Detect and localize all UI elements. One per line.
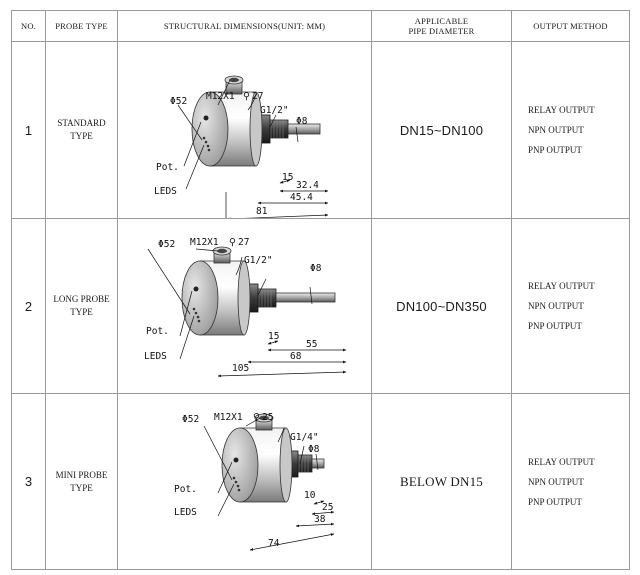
output-method-cell: RELAY OUTPUT NPN OUTPUT PNP OUTPUT [511, 218, 630, 394]
probe-type-cell: MINI PROBE TYPE [45, 393, 118, 570]
leds-icon [192, 307, 201, 323]
label-pot: Pot. [156, 162, 179, 173]
label-wrench-size: 27 [238, 237, 249, 248]
header-pipe-line2: PIPE DIAMETER [408, 26, 475, 36]
probe-spec-table: NO. PROBE TYPE STRUCTURAL DIMENSIONS(UNI… [11, 10, 630, 570]
label-connector: M12X1 [214, 412, 243, 423]
label-thread: G1/2" [260, 105, 289, 116]
header-dimensions: STRUCTURAL DIMENSIONS(UNIT: MM) [117, 10, 372, 42]
output-method-cell: RELAY OUTPUT NPN OUTPUT PNP OUTPUT [511, 393, 630, 570]
dim-d: 81 [256, 206, 268, 217]
label-body-dia: Φ52 [170, 96, 187, 107]
dimension-drawing-cell: Φ52 M12X1 ⚲ 25 G1/4" Φ8 Pot. LEDS 10 25 … [117, 393, 372, 570]
header-row: NO. PROBE TYPE STRUCTURAL DIMENSIONS(UNI… [11, 10, 630, 42]
output-item: NPN OUTPUT [528, 125, 584, 135]
label-connector: M12X1 [206, 91, 235, 102]
pipe-diameter-cell: DN15~DN100 [371, 41, 512, 219]
label-thread: G1/2" [244, 255, 273, 266]
wrench-icon: ⚲ [253, 412, 260, 423]
pot-icon [193, 286, 199, 292]
probe-type-line2: TYPE [70, 482, 93, 493]
label-body-dia: Φ52 [158, 239, 175, 250]
label-pot: Pot. [146, 326, 169, 337]
output-item: PNP OUTPUT [528, 496, 582, 507]
dimension-drawing-cell: Φ52 M12X1 ⚲ 27 G1/2" Φ8 Pot. LEDS 15 32.… [117, 41, 372, 219]
dim-a: 15 [268, 331, 279, 342]
label-probe-dia: Φ8 [310, 263, 322, 274]
label-wrench-size: 25 [262, 412, 273, 423]
probe-shaft [272, 292, 336, 303]
row-number: 1 [11, 41, 46, 219]
output-item: PNP OUTPUT [528, 145, 582, 155]
dim-b: 32.4 [296, 180, 319, 191]
header-no: NO. [11, 10, 46, 42]
sensor-face [181, 260, 219, 336]
output-item: RELAY OUTPUT [528, 105, 595, 115]
header-pipe-line1: APPLICABLE [414, 16, 469, 26]
label-wrench-size: 27 [252, 91, 263, 102]
table-row: 2 LONG PROBE TYPE [11, 218, 630, 394]
output-item: NPN OUTPUT [528, 476, 584, 487]
leds-icon [232, 476, 241, 492]
probe-type-cell: STANDARD TYPE [45, 41, 118, 219]
label-probe-dia: Φ8 [296, 116, 308, 127]
probe-type-line1: STANDARD [57, 118, 106, 128]
header-probe-type: PROBE TYPE [45, 10, 118, 42]
sensor-drawing-long: Φ52 M12X1 ⚲ 27 G1/2" Φ8 Pot. LEDS 15 55 … [144, 237, 347, 378]
dimension-drawing-cell: Φ52 M12X1 ⚲ 27 G1/2" Φ8 Pot. LEDS 15 55 … [117, 218, 372, 394]
label-pot: Pot. [174, 484, 197, 495]
probe-type-line1: MINI PROBE [55, 469, 108, 480]
pot-icon [233, 457, 239, 463]
dim-a: 10 [304, 490, 316, 501]
label-probe-dia: Φ8 [308, 444, 320, 455]
dim-d: 105 [232, 363, 249, 374]
label-thread: G1/4" [290, 432, 319, 443]
dim-b: 55 [306, 339, 317, 350]
sensor-drawing-mini: Φ52 M12X1 ⚲ 25 G1/4" Φ8 Pot. LEDS 10 25 … [174, 412, 335, 551]
probe-type-line2: TYPE [70, 131, 93, 141]
label-body-dia: Φ52 [182, 414, 199, 425]
label-leds: LEDS [174, 507, 197, 518]
leds-icon [202, 136, 211, 152]
label-leds: LEDS [154, 186, 177, 197]
sensor-face [221, 427, 259, 503]
output-item: PNP OUTPUT [528, 321, 582, 331]
dim-c: 45.4 [290, 192, 313, 203]
dim-b: 25 [322, 502, 333, 513]
output-item: RELAY OUTPUT [528, 456, 595, 467]
label-connector: M12X1 [190, 237, 219, 248]
table-row: 1 STANDARD TYPE [11, 41, 630, 219]
row-number: 2 [11, 218, 46, 394]
table-row: 3 MINI PROBE TYPE [11, 393, 630, 570]
probe-type-line2: TYPE [70, 307, 93, 317]
row-number: 3 [11, 393, 46, 570]
output-item: RELAY OUTPUT [528, 281, 595, 291]
output-item: NPN OUTPUT [528, 301, 584, 311]
dim-c: 68 [290, 351, 302, 362]
sensor-drawing-standard: Φ52 M12X1 ⚲ 27 G1/2" Φ8 Pot. LEDS 15 32.… [154, 75, 329, 218]
pot-icon [203, 115, 209, 121]
dim-a: 15 [282, 172, 293, 183]
sensor-face [191, 91, 229, 167]
label-leds: LEDS [144, 351, 167, 362]
probe-type-line1: LONG PROBE [53, 294, 110, 304]
wrench-icon: ⚲ [229, 237, 236, 248]
header-output-method: OUTPUT METHOD [511, 10, 630, 42]
dim-c: 38 [314, 514, 326, 525]
wrench-icon: ⚲ [243, 91, 250, 102]
dim-d: 74 [268, 538, 280, 549]
pipe-diameter-cell: BELOW DN15 [371, 393, 512, 570]
pipe-diameter-cell: DN100~DN350 [371, 218, 512, 394]
header-pipe-diameter: APPLICABLE PIPE DIAMETER [371, 10, 512, 42]
probe-type-cell: LONG PROBE TYPE [45, 218, 118, 394]
output-method-cell: RELAY OUTPUT NPN OUTPUT PNP OUTPUT [511, 41, 630, 219]
